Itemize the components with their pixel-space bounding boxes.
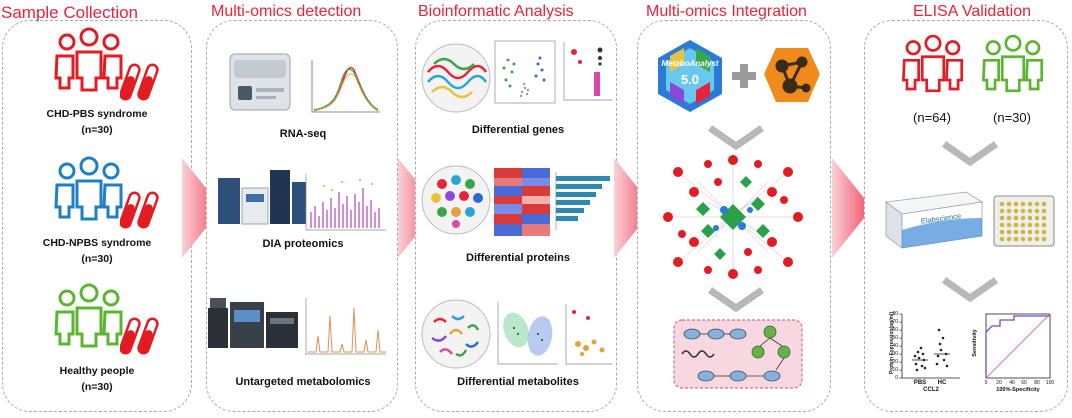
analysis-label-genes: Differential genes xyxy=(471,124,565,136)
pca-plot xyxy=(494,300,560,368)
roc-xtick: 40 xyxy=(1009,380,1015,386)
panel-title: ELISA Validation xyxy=(913,3,1032,20)
group-n-chd-npbs: (n=30) xyxy=(81,253,113,265)
people-icon-blue xyxy=(50,155,128,221)
roc-xtick: 20 xyxy=(996,380,1002,386)
blood-tubes-icon xyxy=(120,188,160,232)
chevron-down-icon xyxy=(706,286,766,312)
metabolomics-chromatogram xyxy=(302,296,388,358)
people-icon-green xyxy=(50,282,128,348)
sequencer-instrument xyxy=(226,48,296,114)
ccl2-dot-plot: Protein Expression(pg/ml) 80 70 60 50 40… xyxy=(884,310,962,394)
enrichment-bar-plot xyxy=(554,170,614,236)
plus-icon xyxy=(730,62,758,90)
method-label-untargeted-metabolomics: Untargeted metabolomics xyxy=(235,376,371,388)
panel-title: Bioinformatic Analysis xyxy=(418,3,574,20)
group-label-healthy: Healthy people xyxy=(59,365,135,377)
dot-plot-ytick: 80 xyxy=(892,311,898,317)
roc-xtick: 100 xyxy=(1045,380,1055,386)
group-n-healthy: (n=30) xyxy=(81,381,113,393)
panel-title: Sample Collection xyxy=(1,3,139,22)
chevron-down-icon xyxy=(940,276,1000,302)
protein-circle-icon xyxy=(420,164,492,236)
method-label-dia-proteomics: DIA proteomics xyxy=(262,238,344,250)
dot-plot-ytick: 20 xyxy=(892,359,898,365)
metabolite-dot-plot xyxy=(562,302,614,368)
svg-text:5.0: 5.0 xyxy=(681,72,699,87)
panel-title: Multi-omics Integration xyxy=(646,3,807,20)
cytoscape-logo xyxy=(762,44,822,106)
roc-ylabel: Sensitivity xyxy=(972,329,978,357)
analysis-label-metabolites: Differential metabolites xyxy=(457,376,579,388)
protein-heatmap xyxy=(494,168,550,236)
analysis-label-proteins: Differential proteins xyxy=(466,252,570,264)
roc-curve-plot: Sensitivity 0 20 40 60 80 100 100%-Speci… xyxy=(970,310,1054,394)
gene-circle-icon xyxy=(420,42,492,114)
proteomics-scatter-plot xyxy=(302,172,388,234)
roc-xtick: 60 xyxy=(1021,380,1027,386)
method-label-rnaseq: RNA-seq xyxy=(279,128,327,140)
dot-plot-ytick: 30 xyxy=(892,351,898,357)
elisa-group-n-green: (n=30) xyxy=(993,110,1031,125)
roc-xlabel: 100%-Specificity xyxy=(996,387,1040,393)
flow-arrow xyxy=(832,158,872,258)
mass-spectrometer-instrument xyxy=(216,166,308,228)
dot-plot-ytick: 50 xyxy=(892,335,898,341)
flow-arrow xyxy=(614,158,654,258)
people-icon-red xyxy=(50,26,128,92)
dot-plot-ytick: 70 xyxy=(892,319,898,325)
blood-tubes-icon xyxy=(120,314,160,358)
elisa-group-n-red: (n=64) xyxy=(913,110,951,125)
pathway-bubble-plot xyxy=(560,40,614,104)
rnaseq-density-plot xyxy=(306,56,382,118)
roc-xtick: 80 xyxy=(1034,380,1040,386)
dot-plot-xlabel: CCL2 xyxy=(923,387,939,393)
svg-text:MetaboAnalyst: MetaboAnalyst xyxy=(662,59,719,68)
elisa-plate-icon xyxy=(990,186,1060,250)
metaboanalyst-logo: MetaboAnalyst 5.0 xyxy=(650,38,730,114)
multiomics-network xyxy=(658,152,808,282)
people-icon-green xyxy=(978,32,1048,94)
dot-plot-ytick: 10 xyxy=(892,367,898,373)
dot-plot-ytick: 40 xyxy=(892,343,898,349)
dot-plot-ytick: 60 xyxy=(892,327,898,333)
elisa-kit-box: Elabscience xyxy=(884,188,984,250)
panel-title: Multi-omics detection xyxy=(211,3,362,20)
dot-plot-ytick: 0 xyxy=(895,375,898,381)
flow-arrow xyxy=(182,158,222,258)
dot-plot-xtick-pbs: PBS xyxy=(913,380,927,386)
group-label-chd-pbs: CHD-PBS syndrome xyxy=(46,108,148,120)
roc-xtick: 0 xyxy=(984,380,988,386)
metabolite-circle-icon xyxy=(420,298,492,370)
lc-ms-instrument xyxy=(206,292,300,352)
chevron-down-icon xyxy=(706,124,766,150)
chevron-down-icon xyxy=(940,140,1000,166)
group-n-chd-pbs: (n=30) xyxy=(81,124,113,136)
people-icon-red xyxy=(898,32,968,94)
dot-plot-xtick-hc: HC xyxy=(937,380,947,386)
volcano-plot xyxy=(494,40,556,104)
group-label-chd-npbs: CHD-NPBS syndrome xyxy=(42,237,152,249)
blood-tubes-icon xyxy=(120,60,160,104)
signaling-pathway-diagram xyxy=(672,318,804,390)
